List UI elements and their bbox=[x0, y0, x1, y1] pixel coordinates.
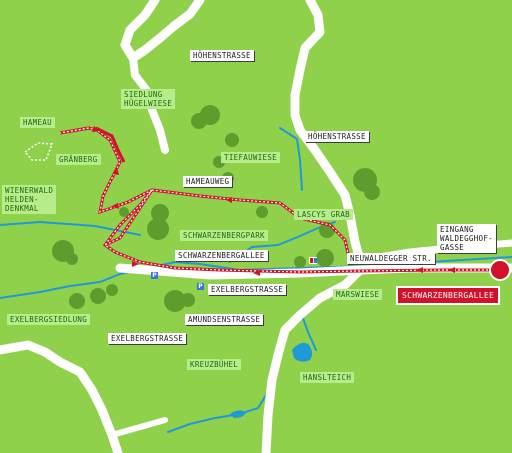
label-hanslteich: HANSLTEICH bbox=[300, 372, 355, 383]
label-hoehenstrasse-east: HÖHENSTRASSE bbox=[305, 131, 369, 142]
label-eingang-waldegghofgasse: EINGANG WALDEGGHOF- GASSE bbox=[437, 224, 496, 253]
label-siedlung-huegelwiese: SIEDLUNG HÜGELWIESE bbox=[121, 89, 176, 109]
label-neuwaldegger-strasse: NEUWALDEGGER STR. bbox=[347, 253, 435, 264]
route-arrows bbox=[92, 126, 455, 276]
label-schwarzenbergallee: SCHWARZENBERGALLEE bbox=[175, 250, 268, 261]
symbol bbox=[314, 258, 317, 263]
symbol bbox=[310, 258, 313, 263]
tree-clumps bbox=[52, 105, 380, 312]
label-wienerwald-heldendenkmal: WIENERWALD HELDEN- DENKMAL bbox=[2, 185, 57, 214]
label-kreuzbuehel: KREUZBÜHEL bbox=[187, 359, 242, 370]
stream bbox=[167, 371, 276, 433]
road-hoehenstrasse-east bbox=[290, 0, 365, 265]
streams bbox=[0, 127, 512, 433]
parking-icon[interactable]: P bbox=[151, 272, 158, 279]
start-marker-icon[interactable] bbox=[489, 259, 511, 281]
road-hoehenstrasse bbox=[120, 0, 205, 63]
parking-icon[interactable]: P bbox=[197, 283, 204, 290]
label-exelbergstrasse: EXELBERGSTRASSE bbox=[208, 284, 287, 295]
label-tiefauwiese: TIEFAUWIESE bbox=[221, 152, 280, 163]
label-exelbergsiedlung: EXELBERGSIEDLUNG bbox=[7, 314, 91, 325]
road bbox=[109, 417, 168, 438]
label-exelbergstrasse-west: EXELBERGSTRASSE bbox=[108, 333, 187, 344]
pond bbox=[230, 410, 246, 418]
label-lascys-grab: LASCYS GRAB bbox=[294, 209, 353, 220]
label-amundsenstrasse: AMUNDSENSTRASSE bbox=[185, 314, 264, 325]
stream bbox=[279, 127, 303, 191]
route-loop-hameau bbox=[23, 142, 54, 161]
road-exelbergstrasse-west bbox=[0, 340, 123, 453]
label-marswiese: MARSWIESE bbox=[333, 289, 383, 300]
stream bbox=[0, 267, 141, 299]
label-graenberg: GRÄNBERG bbox=[56, 154, 101, 165]
highlight-schwarzenbergallee[interactable]: SCHWARZENBERGALLEE bbox=[396, 286, 501, 305]
label-hoehenstrasse: HÖHENSTRASSE bbox=[190, 50, 254, 61]
route-line bbox=[95, 126, 126, 163]
label-hameau: HAMEAU bbox=[20, 117, 55, 128]
label-schwarzenbergpark: SCHWARZENBERGPARK bbox=[180, 230, 268, 241]
label-hameauweg: HAMEAUWEG bbox=[183, 176, 233, 187]
pond bbox=[292, 342, 313, 362]
